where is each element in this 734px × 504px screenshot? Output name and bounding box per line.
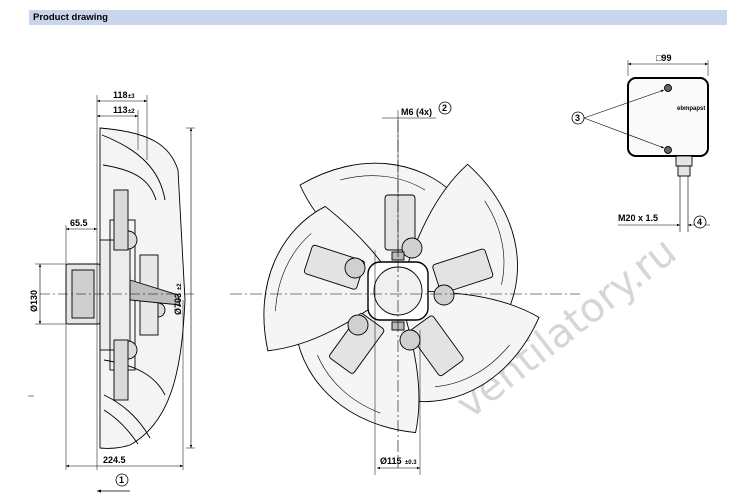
flow-marker-label: 1	[119, 475, 124, 485]
hub-diameter-label: Ø130	[29, 290, 39, 312]
mount-thread-label: M6 (4x)	[401, 107, 432, 117]
cable-gland-label: M20 x 1.5	[618, 213, 658, 223]
box-logo: ebmpapst	[677, 106, 705, 112]
terminal-box	[571, 60, 710, 232]
width-inner-tol: ±2	[128, 109, 135, 115]
section-title: Product drawing	[33, 12, 108, 23]
width-total-label: 118	[113, 90, 128, 100]
terminal-box-labels: □99 3 ebmpapst M20 x 1.5 4	[575, 53, 705, 227]
side-view	[28, 95, 196, 493]
width-total-tol: ±3	[128, 94, 135, 100]
overall-diameter-label: Ø703	[173, 293, 183, 315]
side-view-labels: 118 ±3 113 ±2 65.5 Ø130 Ø703 ±2 224.5 1	[29, 90, 183, 485]
mount-marker-label: 2	[442, 103, 447, 113]
depth-label: 224.5	[103, 455, 126, 465]
width-inner-label: 113	[113, 105, 128, 115]
section-header: Product drawing	[29, 10, 727, 25]
front-view	[230, 101, 580, 475]
bolt-circle-tol: ±0.3	[405, 460, 417, 466]
bolt-circle-label: Ø115	[380, 456, 402, 466]
front-view-labels: M6 (4x) 2 Ø115 ±0.3	[380, 103, 447, 466]
hub-offset-label: 65.5	[70, 218, 88, 228]
screw-marker-label: 3	[575, 113, 580, 123]
box-size-label: □99	[656, 53, 671, 63]
gland-marker-label: 4	[697, 217, 702, 227]
overall-diameter-tol: ±2	[177, 283, 183, 290]
